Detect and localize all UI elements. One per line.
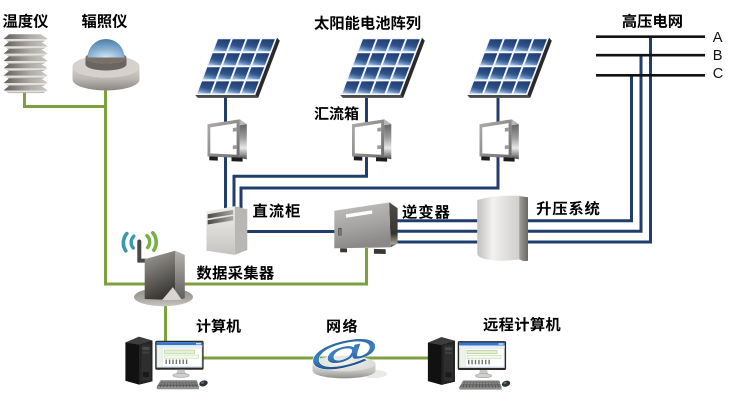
svg-text:C: C	[713, 66, 724, 82]
svg-text:B: B	[713, 48, 723, 64]
svg-text:A: A	[713, 30, 723, 46]
